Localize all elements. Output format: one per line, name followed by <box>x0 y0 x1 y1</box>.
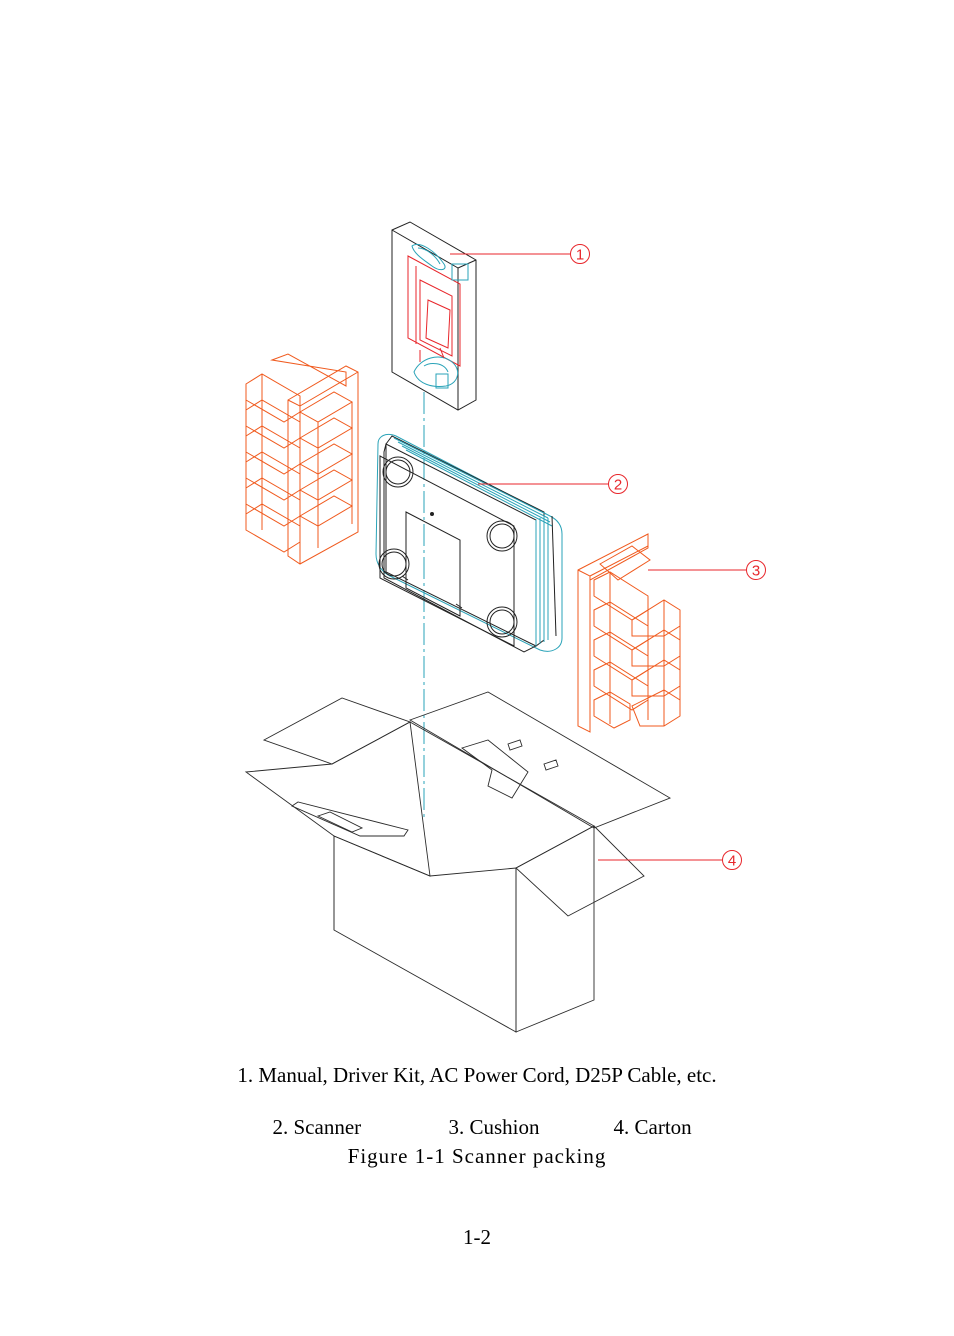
legend-item-3: 3. Cushion <box>448 1115 540 1139</box>
legend-item-1: 1. Manual, Driver Kit, AC Power Cord, D2… <box>237 1063 717 1087</box>
page-number: 1-2 <box>463 1225 491 1249</box>
left-cushion <box>245 353 359 565</box>
callout-4: 4 <box>598 850 742 870</box>
right-cushion <box>577 533 681 733</box>
figure-caption: Figure 1-1 Scanner packing <box>347 1144 607 1168</box>
callout-1-label: 1 <box>576 247 584 264</box>
legend-item-2: 2. Scanner <box>272 1115 362 1139</box>
scanner-packing-diagram: 1 <box>244 221 766 1033</box>
callout-2-label: 2 <box>614 477 622 494</box>
callout-3: 3 <box>648 560 766 580</box>
accessory-box <box>391 221 477 411</box>
callout-4-label: 4 <box>728 853 736 870</box>
callout-3-label: 3 <box>752 563 760 580</box>
scanner <box>375 433 563 653</box>
carton <box>244 691 672 1033</box>
legend-row: 2. Scanner 3. Cushion 4. Carton <box>262 1088 692 1140</box>
callout-2: 2 <box>478 474 628 494</box>
legend-item-4: 4. Carton <box>613 1115 692 1139</box>
callout-1: 1 <box>450 244 590 264</box>
